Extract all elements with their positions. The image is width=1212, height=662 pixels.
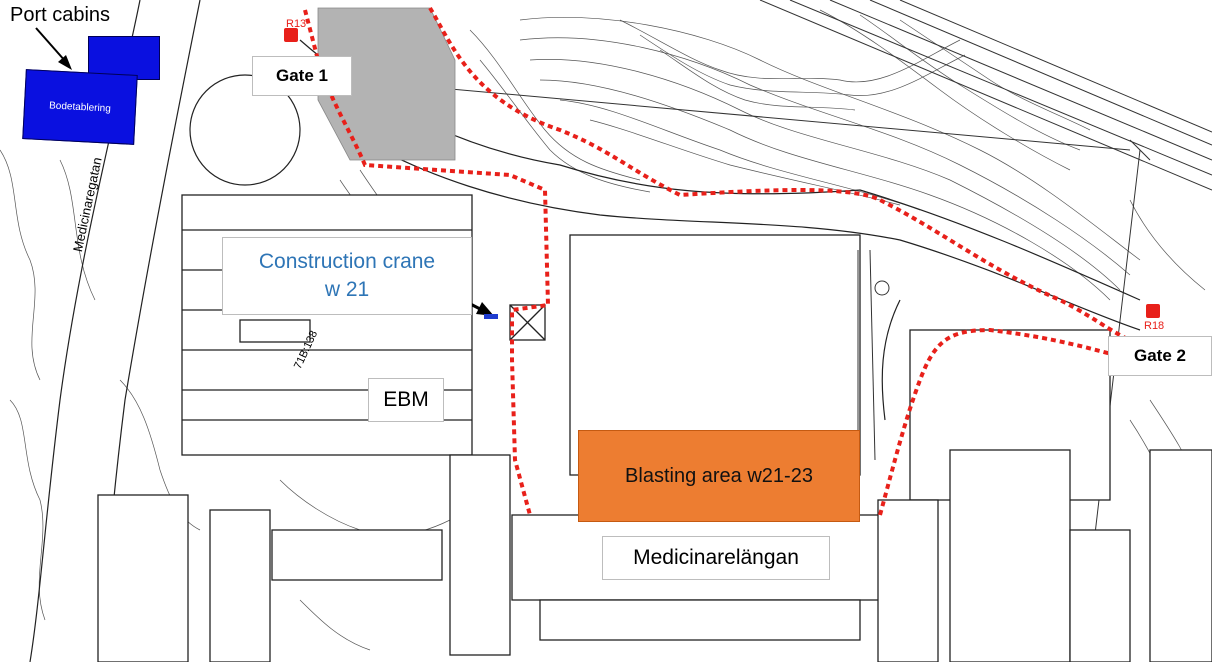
ebm-label: EBM — [368, 378, 444, 422]
r13-label: R13 — [286, 18, 307, 30]
crane-line-1: Construction crane — [258, 250, 436, 273]
railway-lines — [349, 0, 1212, 662]
gate-2-label: Gate 2 — [1108, 336, 1212, 376]
port-cabin-2: Bodetablering — [22, 69, 138, 145]
arrow-icon — [35, 27, 72, 70]
hazard-sign-icon — [284, 28, 298, 42]
medicinarelangan-label: Medicinarelängan — [602, 536, 830, 580]
crane-line-2: w 21 — [324, 278, 370, 301]
port-cabins-label: Port cabins — [10, 4, 111, 26]
crane-marker — [484, 314, 498, 319]
gate-1-label: Gate 1 — [252, 56, 352, 96]
blasting-area: Blasting area w21-23 — [578, 430, 860, 522]
bodetablering-label: Bodetablering — [48, 99, 112, 115]
construction-crane-label: Construction crane w 21 — [222, 237, 472, 315]
hazard-sign-icon — [1146, 304, 1160, 318]
site-boundary — [303, 6, 1146, 516]
blasting-area-label: Blasting area w21-23 — [625, 464, 813, 487]
r18-label: R18 — [1144, 320, 1165, 332]
